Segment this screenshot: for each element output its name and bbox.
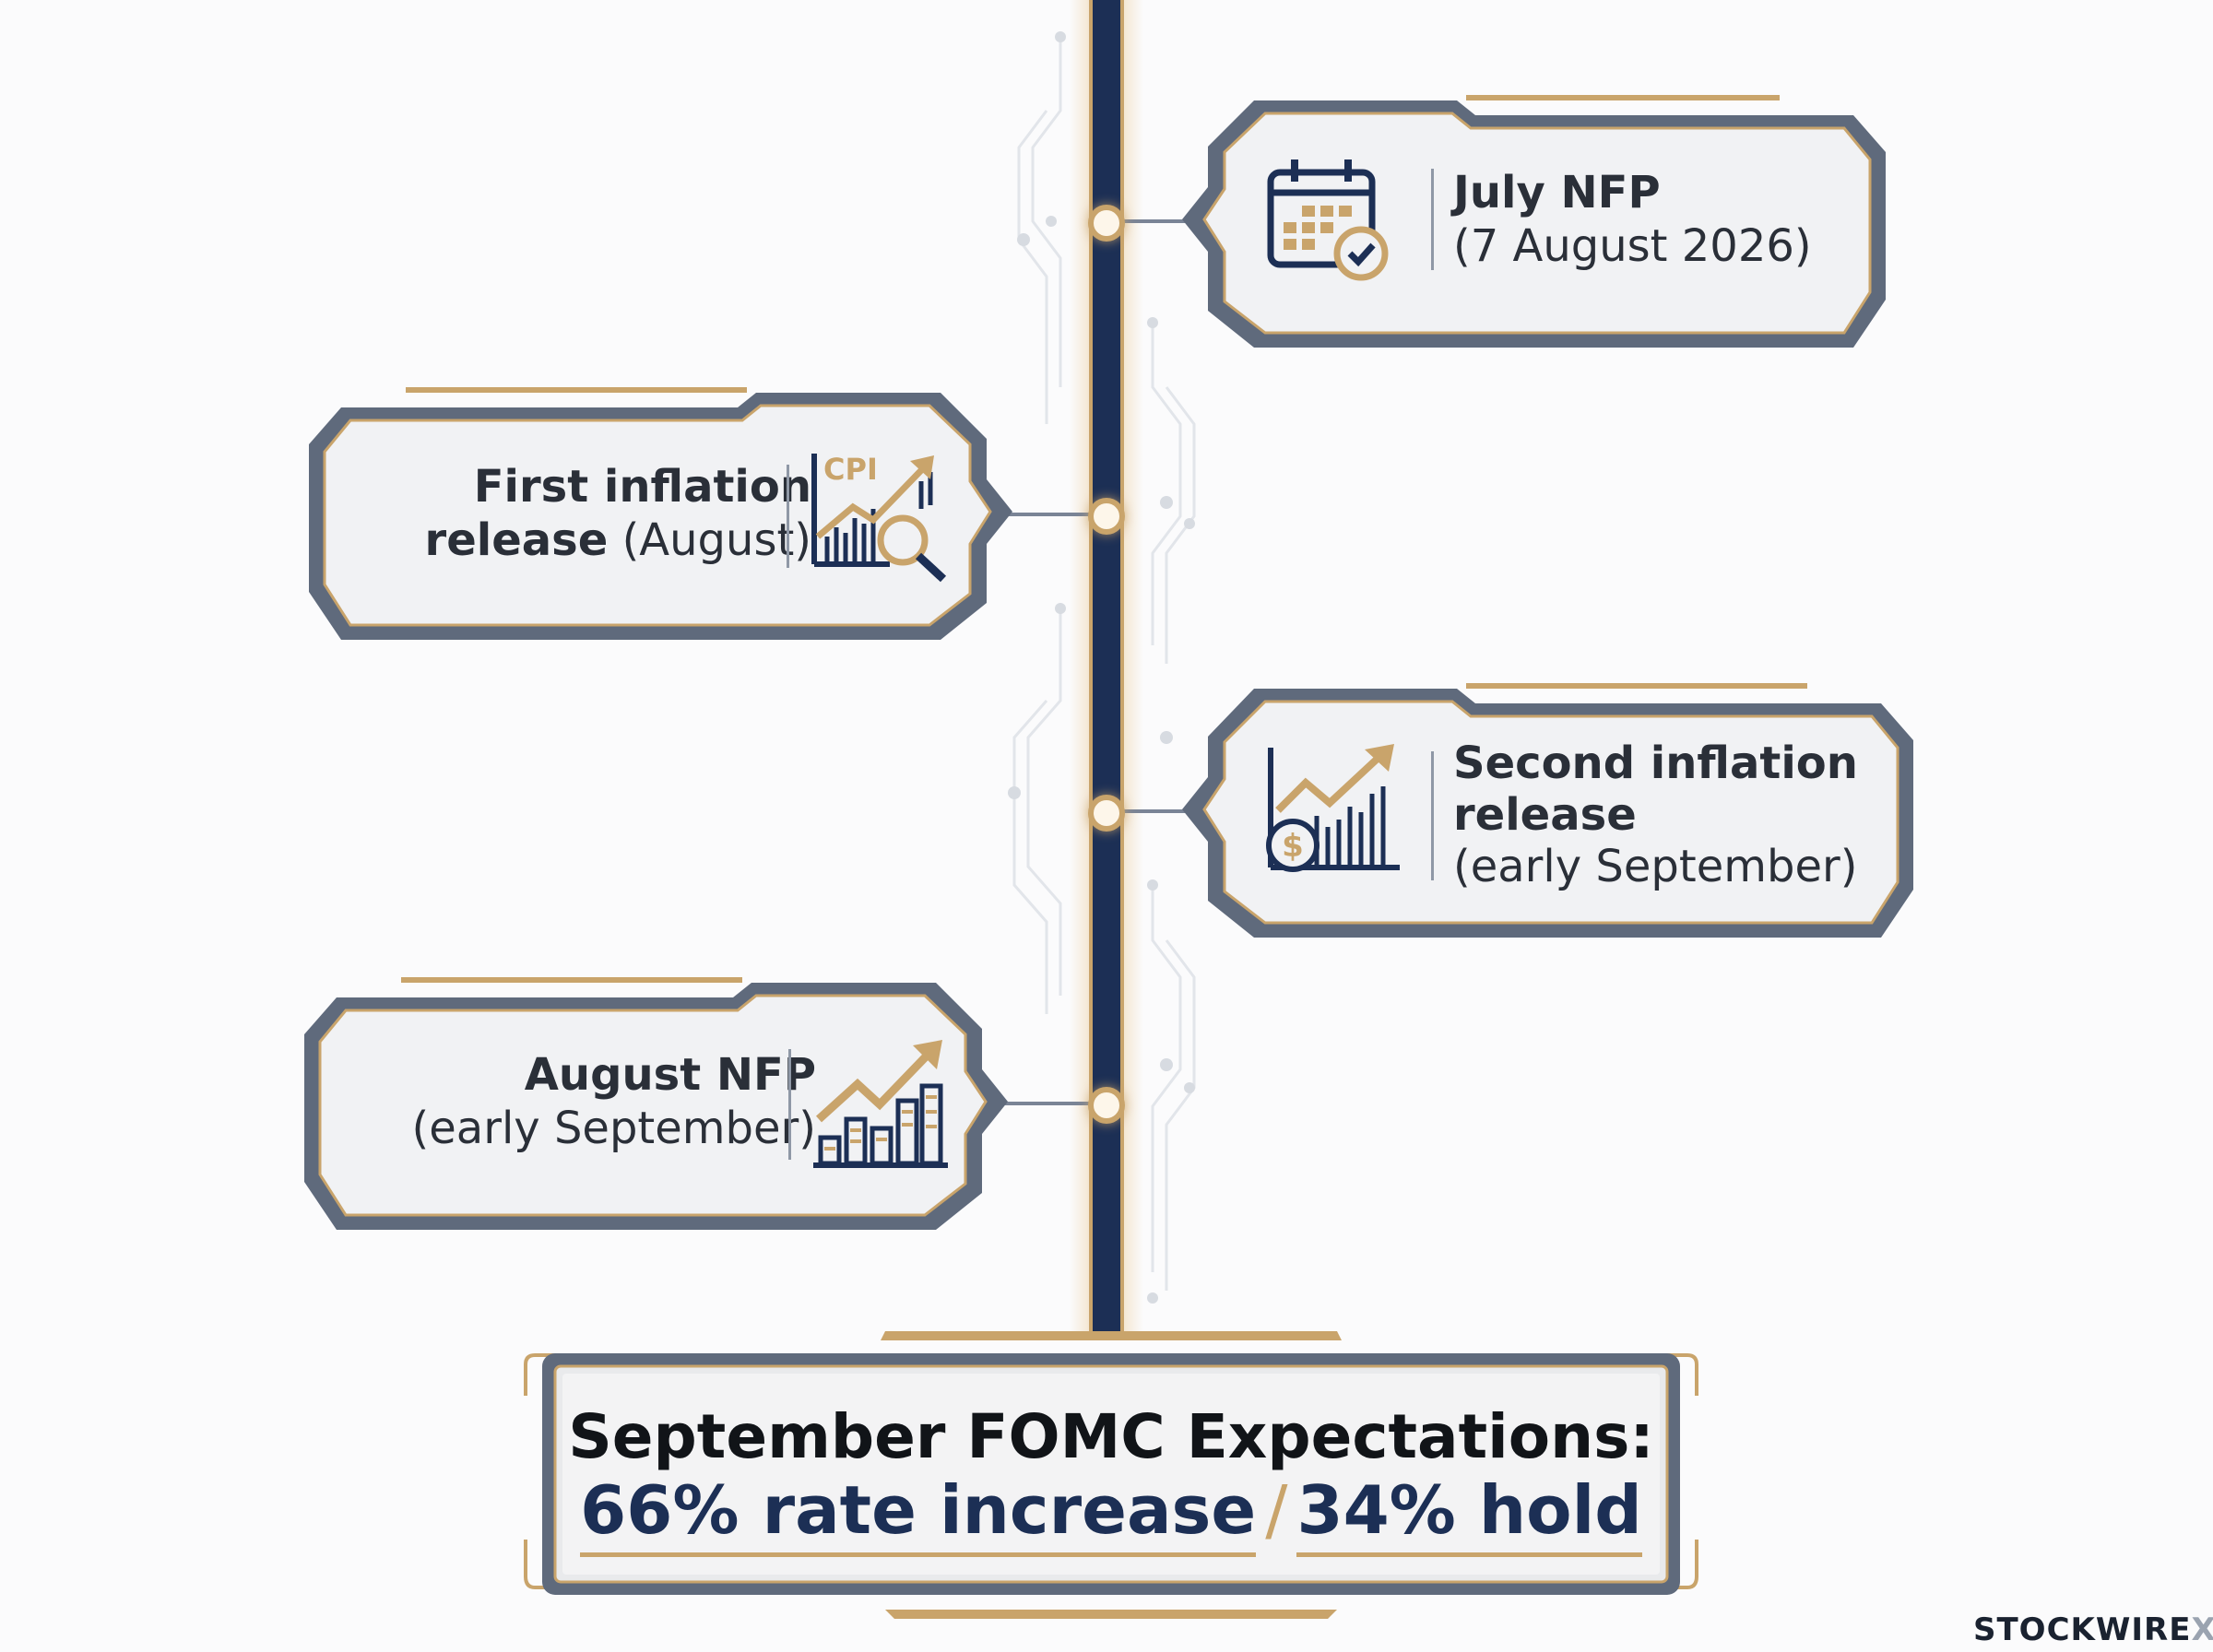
event-date: (7 August 2026) bbox=[1453, 220, 1812, 272]
fomc-summary-panel: September FOMC Expectations: 66% rate in… bbox=[516, 1328, 1706, 1622]
svg-text:$: $ bbox=[1282, 828, 1304, 865]
cpi-chart-magnifier-icon: CPI bbox=[811, 452, 947, 583]
event-card-second-inflation: $ Second inflation release (early Septem… bbox=[1180, 678, 1918, 954]
timeline-node-4 bbox=[1088, 1087, 1125, 1124]
event-text: Second inflation release (early Septembe… bbox=[1453, 738, 1858, 892]
hold-value: 34% hold bbox=[1296, 1471, 1642, 1557]
summary-frame bbox=[524, 1331, 1698, 1619]
timeline-node-2 bbox=[1088, 498, 1125, 535]
connector-4 bbox=[1005, 1102, 1093, 1105]
timeline-spine bbox=[1089, 0, 1124, 1337]
timeline-node-1 bbox=[1088, 205, 1125, 242]
event-date: (early September) bbox=[1453, 841, 1858, 892]
event-card-july-nfp: July NFP (7 August 2026) bbox=[1180, 88, 1890, 364]
event-text: July NFP (7 August 2026) bbox=[1453, 166, 1812, 273]
event-text: First inflation release (August) bbox=[360, 460, 811, 567]
connector-3 bbox=[1120, 809, 1213, 813]
event-title: Second inflation bbox=[1453, 738, 1858, 789]
dollar-growth-chart-icon: $ bbox=[1266, 744, 1400, 872]
event-text: August NFP (early September) bbox=[355, 1048, 816, 1155]
brand-logo: STOCKWIREX bbox=[1973, 1611, 2213, 1648]
summary-title: September FOMC Expectations: bbox=[568, 1401, 1654, 1472]
brand-name: STOCKWIRE bbox=[1973, 1611, 2192, 1648]
card-divider bbox=[1431, 169, 1434, 270]
card-divider bbox=[787, 465, 789, 568]
timeline-node-3 bbox=[1088, 795, 1125, 832]
event-title-line2: release bbox=[1453, 789, 1637, 841]
event-date: (August) bbox=[621, 514, 811, 566]
card-divider bbox=[788, 1049, 791, 1160]
rate-increase-value: 66% rate increase bbox=[580, 1471, 1257, 1557]
event-card-first-inflation: First inflation release (August) CPI bbox=[304, 380, 1014, 656]
event-title: First inflation bbox=[473, 461, 811, 513]
event-title: August NFP bbox=[524, 1049, 816, 1101]
card-divider bbox=[1431, 751, 1434, 880]
event-title: July NFP bbox=[1453, 167, 1661, 218]
brand-mark: X bbox=[2191, 1611, 2213, 1648]
bar-growth-chart-icon bbox=[813, 1040, 948, 1168]
event-title-line2: release bbox=[424, 514, 609, 566]
event-date: (early September) bbox=[411, 1103, 816, 1154]
calendar-check-icon bbox=[1267, 159, 1389, 281]
connector-1 bbox=[1120, 219, 1213, 223]
event-card-august-nfp: August NFP (early September) bbox=[300, 970, 1010, 1246]
card-frame bbox=[309, 387, 1012, 640]
value-separator: / bbox=[1265, 1471, 1288, 1549]
summary-values: 66% rate increase/34% hold bbox=[516, 1471, 1706, 1557]
svg-text:CPI: CPI bbox=[823, 452, 878, 487]
connector-2 bbox=[1005, 513, 1093, 516]
